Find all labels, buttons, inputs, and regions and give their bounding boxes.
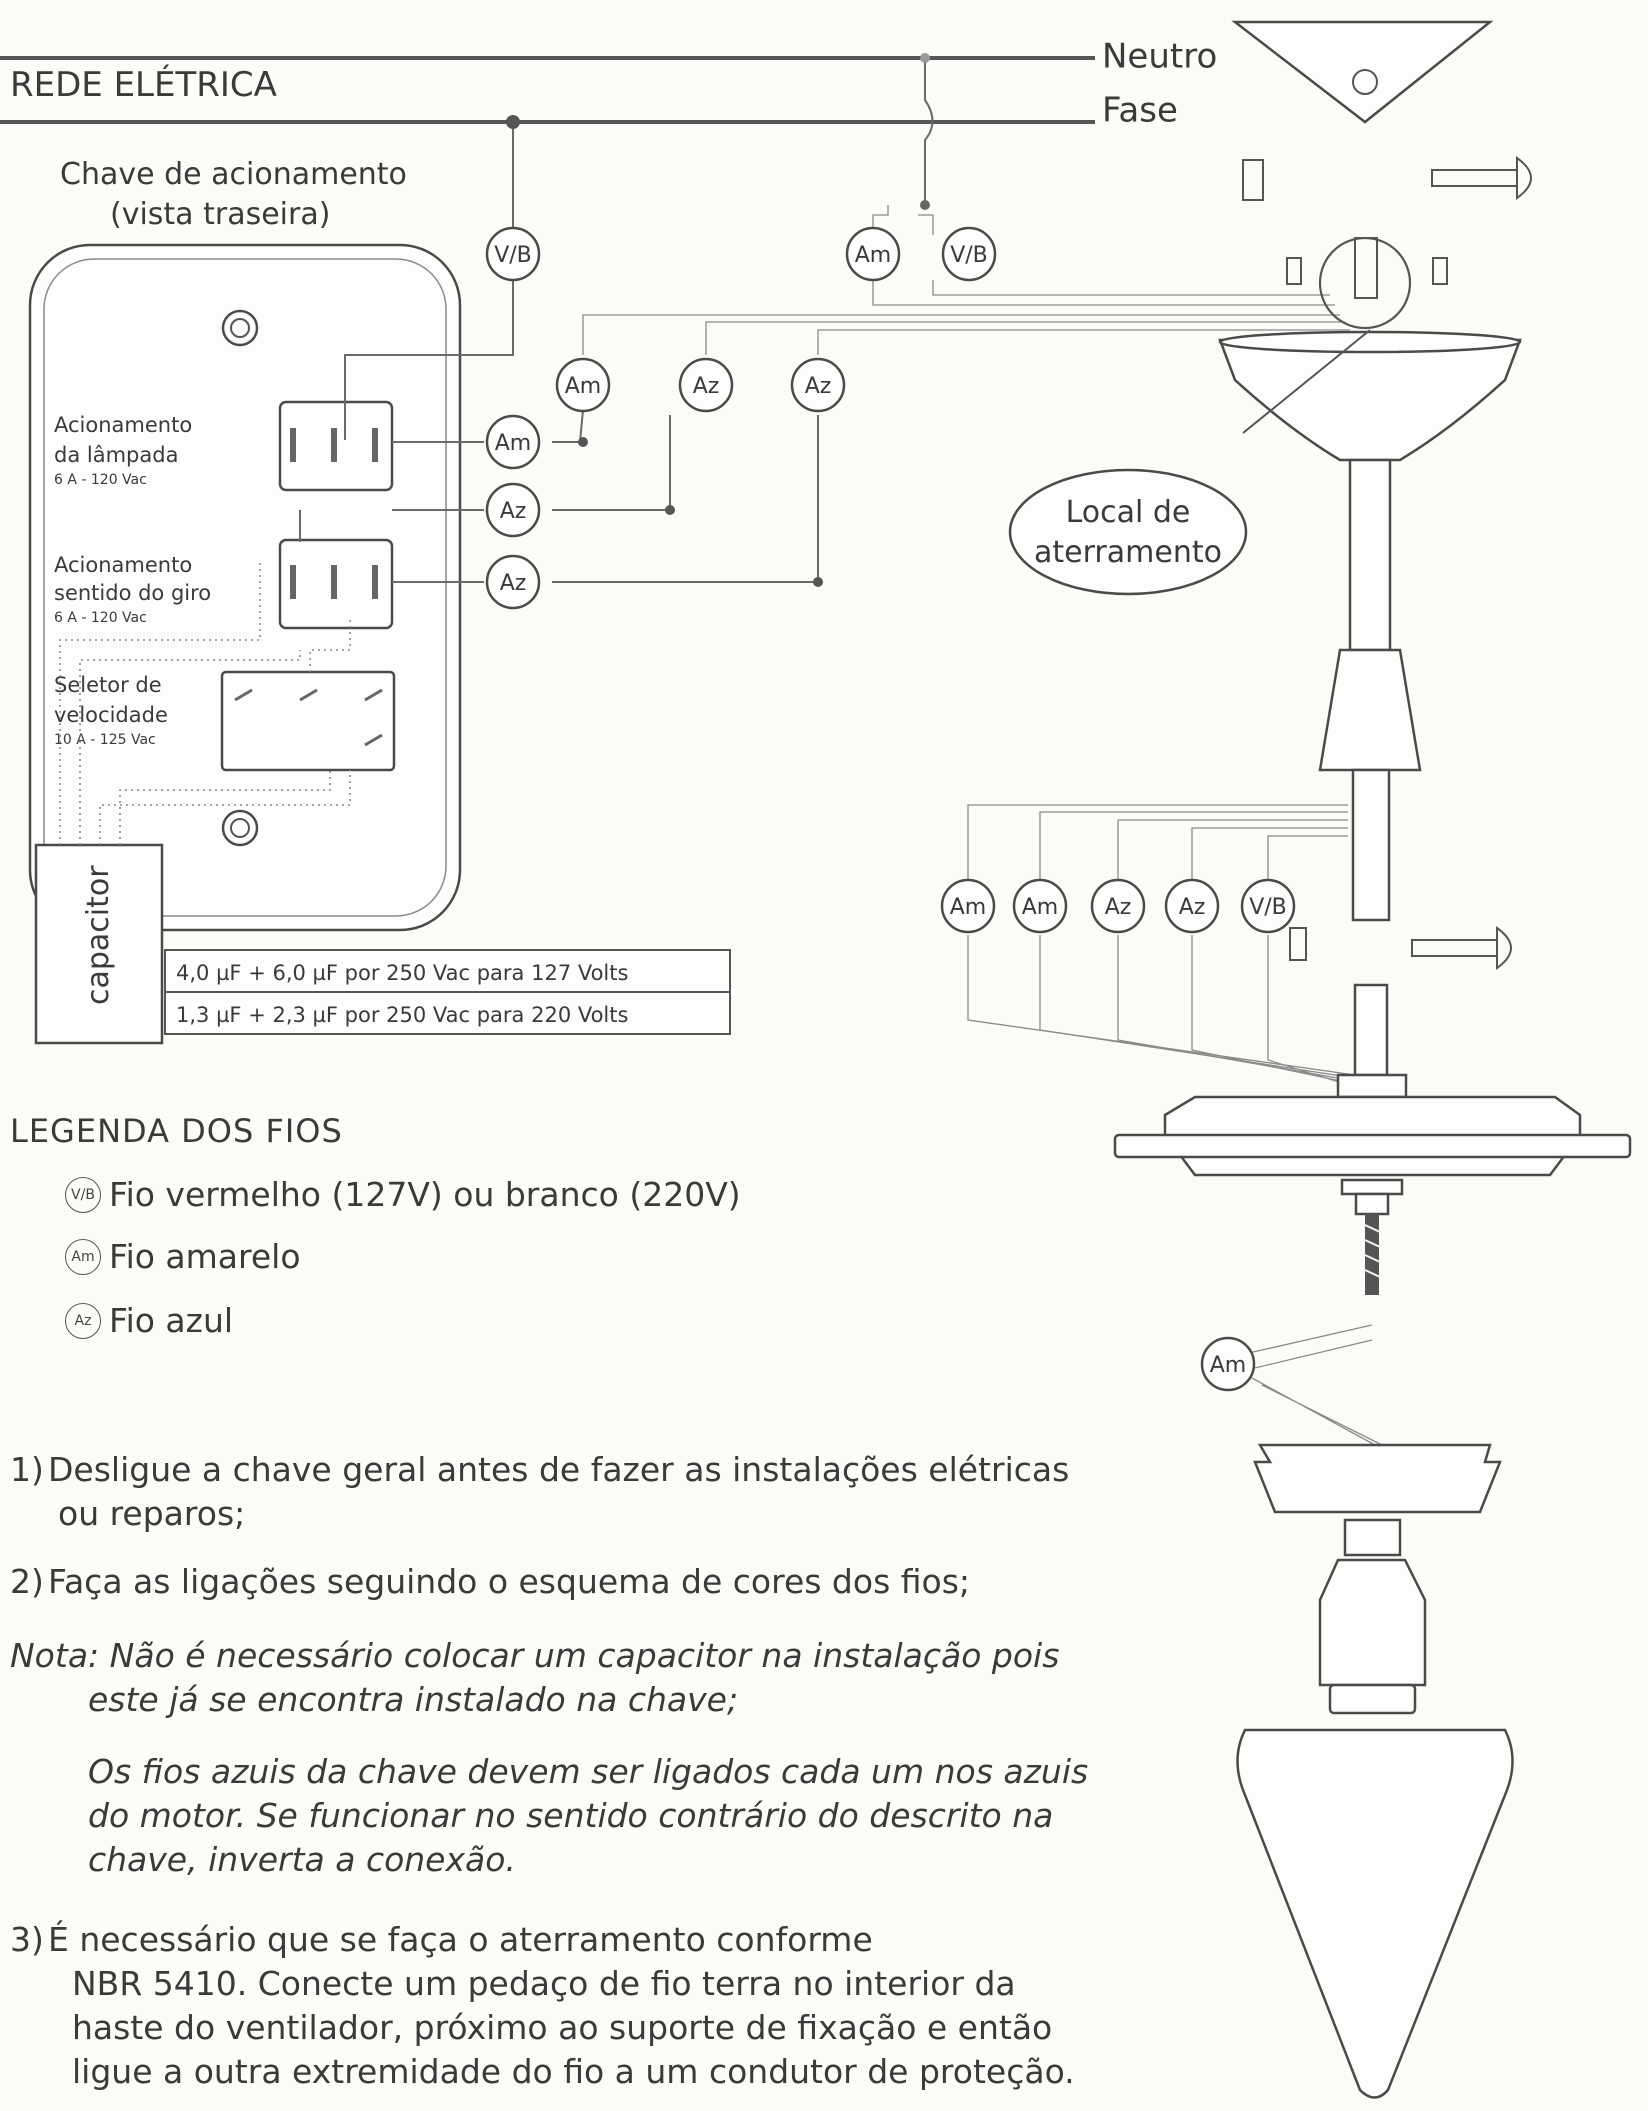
- switch-title: Chave de acionamento: [60, 157, 407, 192]
- light-globe: [1236, 1728, 1514, 2099]
- badge-vb-network: V/B: [941, 226, 997, 282]
- svg-text:Az: Az: [1105, 895, 1132, 920]
- svg-text:Am: Am: [495, 431, 531, 456]
- speed-rating: 10 A - 125 Vac: [54, 732, 156, 748]
- legend-item-az: Az Fio azul: [65, 1301, 233, 1340]
- badge-icon-az: Az: [65, 1302, 101, 1339]
- badge-am-mid: Am: [555, 357, 611, 413]
- bracket-nut: [1242, 159, 1264, 201]
- svg-text:Az: Az: [500, 499, 527, 524]
- svg-text:V/B: V/B: [494, 243, 532, 268]
- svg-text:aterramento: aterramento: [1034, 535, 1222, 570]
- ground-callout: Local de aterramento: [1008, 468, 1248, 596]
- badge-az-direction-1: Az: [485, 482, 541, 538]
- network-title: REDE ELÉTRICA: [10, 64, 277, 105]
- legend-text-vb: Fio vermelho (127V) ou branco (220V): [109, 1175, 741, 1214]
- canopy: [1218, 338, 1522, 462]
- capacitor-row-127: 4,0 µF + 6,0 µF por 250 Vac para 127 Vol…: [176, 961, 628, 985]
- legend-item-am: Am Fio amarelo: [65, 1237, 301, 1276]
- capacitor-label: capacitor: [81, 865, 116, 1005]
- lamp-rating: 6 A - 120 Vac: [54, 472, 147, 488]
- blade-mount-ring: [1113, 1133, 1632, 1159]
- badge-icon-vb: V/B: [65, 1176, 101, 1213]
- speed-selector: [220, 670, 396, 772]
- svg-text:Local de: Local de: [1066, 495, 1191, 530]
- legend-item-vb: V/B Fio vermelho (127V) ou branco (220V): [65, 1175, 741, 1214]
- ceiling-bracket: [1231, 20, 1494, 124]
- badge-az-motor-1: Az: [1090, 878, 1146, 934]
- switch-box-inner: [43, 258, 447, 917]
- badge-am-motor-2: Am: [1012, 878, 1068, 934]
- light-kit-cap: [1253, 1443, 1502, 1514]
- speed-label-2: velocidade: [54, 703, 168, 727]
- neutral-label: Neutro: [1102, 37, 1217, 77]
- lamp-socket: [1318, 1558, 1427, 1687]
- legend-title: LEGENDA DOS FIOS: [10, 1112, 343, 1150]
- instruction-note-2: Os fios azuis da chave devem ser ligados…: [88, 1752, 1089, 1879]
- hanger-ball: [1318, 236, 1412, 330]
- svg-text:Az: Az: [693, 374, 720, 399]
- badge-am-motor-1: Am: [940, 878, 996, 934]
- lamp-label-2: da lâmpada: [54, 443, 178, 467]
- legend-text-am: Fio amarelo: [109, 1237, 301, 1276]
- svg-text:Am: Am: [565, 374, 601, 399]
- svg-text:V/B: V/B: [1249, 895, 1287, 920]
- screw-icon-top: [1431, 156, 1532, 200]
- svg-text:Az: Az: [805, 374, 832, 399]
- badge-vb-switch: V/B: [485, 226, 541, 282]
- capacitor-body: [34, 843, 164, 1045]
- screw-hole-top: [221, 309, 259, 347]
- direction-label: Acionamento: [54, 553, 192, 577]
- capacitor-row-220: 1,3 µF + 2,3 µF por 250 Vac para 220 Vol…: [176, 1003, 628, 1027]
- badge-az-direction-2: Az: [485, 554, 541, 610]
- coupler: [1318, 648, 1422, 772]
- svg-text:V/B: V/B: [950, 243, 988, 268]
- instruction-3: 3)É necessário que se faça o aterramento…: [10, 1920, 1075, 2091]
- instruction-1: 1)Desligue a chave geral antes de fazer …: [10, 1450, 1070, 1533]
- instruction-2: 2)Faça as ligações seguindo o esquema de…: [10, 1562, 971, 1601]
- screw-hole-bottom: [221, 809, 259, 847]
- speed-label: Seletor de: [54, 673, 162, 697]
- switch-subtitle: (vista traseira): [110, 197, 330, 232]
- svg-text:Az: Az: [500, 571, 527, 596]
- legend-text-az: Fio azul: [109, 1301, 234, 1340]
- instruction-note: Nota: Não é necessário colocar um capaci…: [10, 1636, 1060, 1719]
- svg-text:Am: Am: [855, 243, 891, 268]
- svg-text:Az: Az: [1179, 895, 1206, 920]
- badge-am-light: Am: [1200, 1336, 1256, 1392]
- motor-shaft: [1353, 983, 1389, 1077]
- badge-az-motor-2: Az: [1164, 878, 1220, 934]
- svg-text:Am: Am: [1210, 1353, 1246, 1378]
- badge-az-mid-1: Az: [678, 357, 734, 413]
- svg-text:Am: Am: [1022, 895, 1058, 920]
- badge-icon-am: Am: [65, 1238, 101, 1275]
- phase-label: Fase: [1102, 91, 1178, 131]
- direction-rating: 6 A - 120 Vac: [54, 610, 147, 626]
- badge-vb-motor: V/B: [1240, 878, 1296, 934]
- direction-label-2: sentido do giro: [54, 581, 211, 605]
- badge-am-network: Am: [845, 226, 901, 282]
- badge-az-mid-2: Az: [790, 357, 846, 413]
- svg-text:Am: Am: [950, 895, 986, 920]
- downrod: [1348, 458, 1392, 652]
- downrod-lower: [1351, 768, 1391, 922]
- badge-am-lamp: Am: [485, 414, 541, 470]
- lamp-label: Acionamento: [54, 413, 192, 437]
- screw-icon-middle: [1411, 926, 1512, 970]
